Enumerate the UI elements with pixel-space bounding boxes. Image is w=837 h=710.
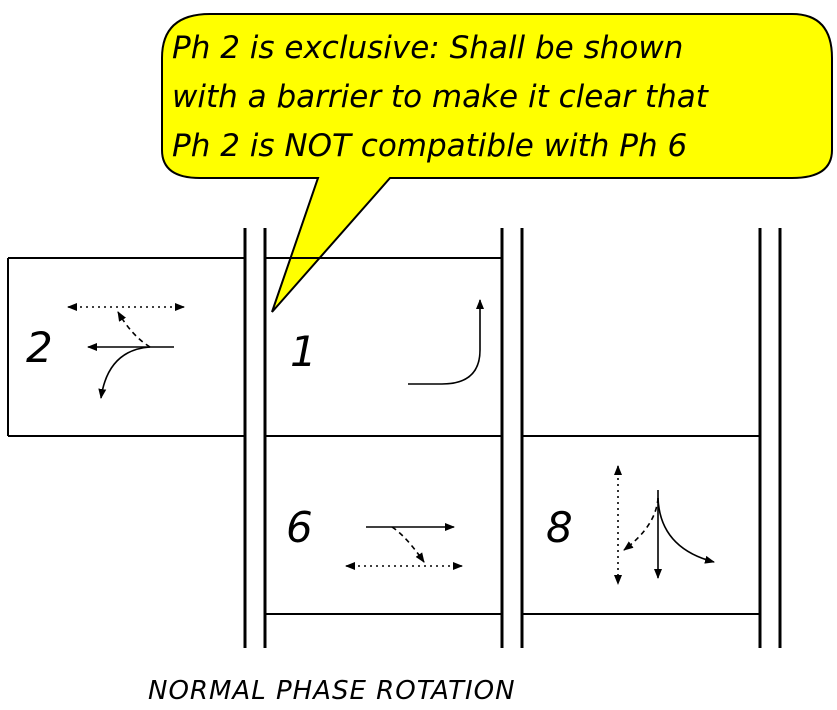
- phase-1-movement-icon: [408, 299, 484, 385]
- phase-8-movement-icon: [614, 465, 715, 585]
- barrier-1: [243, 228, 267, 648]
- barrier-2: [500, 228, 524, 648]
- callout-line-3: Ph 2 is NOT compatible with Ph 6: [172, 128, 687, 164]
- phase-2-number: 2: [26, 323, 53, 372]
- diagram-caption: NORMAL PHASE ROTATION: [148, 676, 516, 706]
- phase-1-number: 1: [290, 327, 317, 376]
- ring-lines-group-2: [522, 435, 760, 615]
- phase-8-number: 8: [546, 503, 573, 552]
- phase-2-movement-icon: [67, 303, 185, 399]
- phase-2-box: [7, 257, 245, 437]
- phase-6-number: 6: [286, 503, 313, 552]
- callout-line-2: with a barrier to make it clear that: [172, 79, 710, 115]
- callout-bubble: [161, 13, 833, 313]
- callout-line-1: Ph 2 is exclusive: Shall be shown: [172, 30, 683, 66]
- ring-lines-group-1: [265, 257, 502, 615]
- phase-6-movement-icon: [345, 523, 463, 570]
- barrier-3: [758, 228, 782, 648]
